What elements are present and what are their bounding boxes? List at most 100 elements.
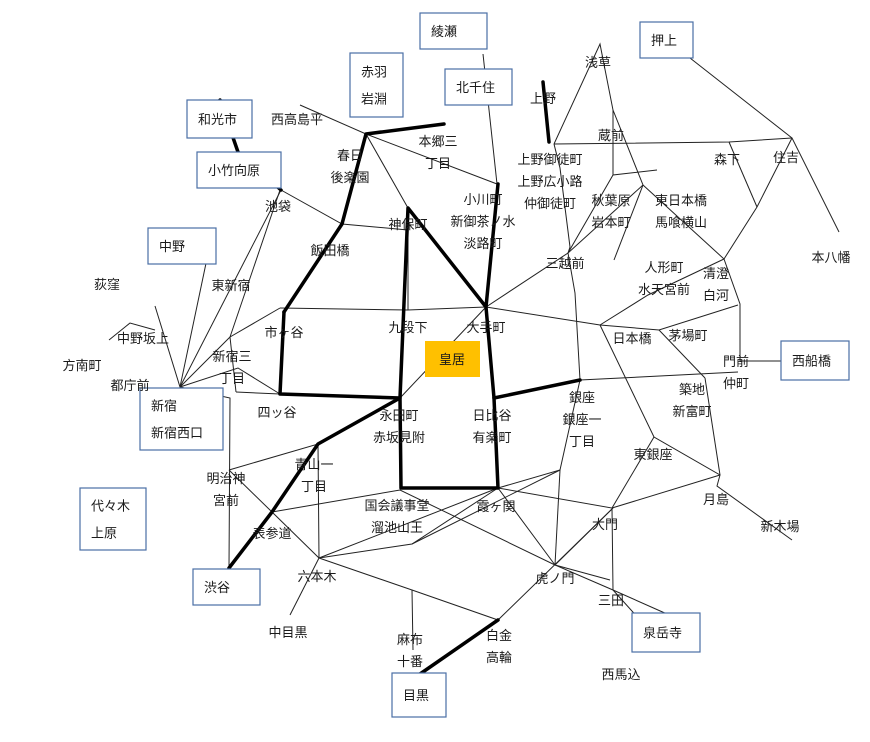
station-tsukishima[interactable]: 月島 (703, 493, 729, 508)
station-name: 永田町 (379, 409, 418, 424)
station-name: 飯田橋 (310, 244, 349, 259)
station-toranomon[interactable]: 虎ノ門 (535, 572, 574, 587)
station-kudanshita[interactable]: 九段下 (388, 321, 427, 336)
route-line (497, 143, 581, 489)
station-jimbocho[interactable]: 神保町 (388, 218, 427, 233)
station-name: 大手町 (466, 321, 505, 336)
station-asakusa[interactable]: 浅草 (585, 56, 611, 71)
station-box (196, 151, 282, 189)
station-nakanosakaue[interactable]: 中野坂上 (117, 332, 169, 347)
station-nihombashi[interactable]: 日本橋 (612, 332, 651, 347)
station-kuramae[interactable]: 蔵前 (598, 128, 624, 144)
station-ichigaya[interactable]: 市ヶ谷 (264, 325, 303, 341)
station-iidabashi[interactable]: 飯田橋 (310, 244, 349, 259)
station-morishita[interactable]: 森下 (714, 153, 740, 168)
station-otemachi[interactable]: 大手町 (466, 321, 505, 336)
station-ueno[interactable]: 上野 (530, 92, 556, 107)
station-name: 高輪 (486, 650, 512, 666)
station-nishimagome[interactable]: 西馬込 (601, 668, 640, 683)
station-box (444, 68, 513, 106)
station-name: 白金 (486, 628, 512, 644)
station-mita[interactable]: 三田 (598, 594, 624, 609)
station-motoyawata[interactable]: 本八幡 (811, 251, 850, 266)
station-ogikubo[interactable]: 荻窪 (94, 277, 120, 293)
route-line (579, 371, 739, 381)
terminal-station-sengakuji[interactable]: 泉岳寺 (631, 612, 701, 653)
station-box (631, 612, 701, 653)
station-higashiginza[interactable]: 東銀座 (633, 447, 672, 463)
station-kasumigaseki[interactable]: 霞ヶ関 (476, 500, 515, 515)
station-tochomae[interactable]: 都庁前 (110, 378, 149, 394)
station-roppongi[interactable]: 六本木 (297, 570, 336, 585)
terminal-station-oshiage[interactable]: 押上 (639, 21, 694, 59)
highlighted-route-line (227, 310, 402, 570)
terminal-station-nishifunabashi[interactable]: 西船橋 (780, 340, 850, 381)
station-name: 虎ノ門 (535, 572, 574, 587)
station-name: 青山一 (294, 458, 333, 473)
station-kayabacho[interactable]: 茅場町 (668, 329, 707, 344)
station-omotesando[interactable]: 表参道 (252, 526, 291, 542)
station-name: 東銀座 (633, 447, 672, 463)
route-line (554, 469, 561, 566)
station-name: 本郷三 (418, 135, 457, 150)
station-sumiyoshi[interactable]: 住吉 (773, 151, 799, 166)
station-mitsukoshimae[interactable]: 三越前 (545, 256, 584, 272)
station-name: 新宿三 (212, 349, 251, 365)
terminal-station-kotakemukaihara[interactable]: 小竹向原 (196, 151, 282, 189)
station-honancho[interactable]: 方南町 (62, 358, 101, 374)
station-name: 大門 (592, 518, 618, 533)
station-name: 人形町 (644, 261, 683, 276)
station-name: 西馬込 (601, 668, 640, 683)
station-box (639, 21, 694, 59)
route-line (689, 57, 793, 260)
station-nishitakashimadaira[interactable]: 西高島平 (271, 112, 323, 128)
station-name: 三田 (598, 594, 624, 609)
terminal-station-meguro[interactable]: 目黒 (391, 672, 447, 718)
highlighted-route-line (418, 618, 500, 676)
terminal-station-ayase[interactable]: 綾瀬 (419, 12, 488, 50)
station-box (79, 487, 147, 551)
terminal-station-nakano[interactable]: 中野 (147, 227, 217, 265)
station-name: 浅草 (585, 56, 611, 71)
station-name: 仲町 (723, 377, 749, 392)
station-ikebukuro[interactable]: 池袋 (265, 200, 291, 215)
terminal-station-kitasenju[interactable]: 北千住 (444, 68, 513, 106)
station-name: 丁目 (569, 435, 595, 450)
station-yotsuya[interactable]: 四ッ谷 (257, 406, 296, 421)
station-daimon[interactable]: 大門 (592, 518, 618, 533)
station-name: 有楽町 (472, 430, 511, 446)
station-nakameguro[interactable]: 中目黒 (268, 626, 307, 641)
terminal-station-shibuya[interactable]: 渋谷 (192, 568, 261, 606)
station-name: 明治神 (206, 472, 245, 487)
station-name: 赤羽 (361, 66, 387, 81)
station-higashishinjuku[interactable]: 東新宿 (211, 278, 250, 294)
station-shinkiba[interactable]: 新木場 (760, 519, 799, 535)
station-name: 本八幡 (811, 251, 850, 266)
terminal-station-wakoshi[interactable]: 和光市 (186, 99, 253, 139)
station-name: 森下 (714, 153, 740, 168)
station-name: 西船橋 (792, 355, 831, 370)
